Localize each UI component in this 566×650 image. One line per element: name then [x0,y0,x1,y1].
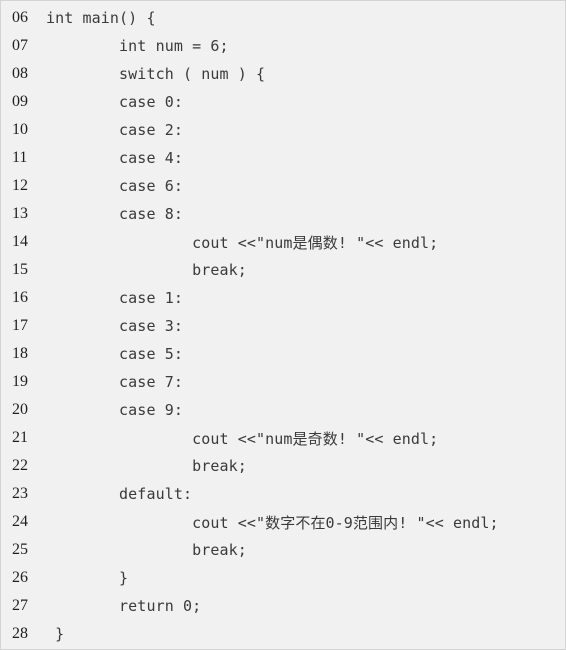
line-code: case 2: [46,121,183,139]
line-code: return 0; [46,597,202,615]
line-number: 15 [12,261,28,278]
line-code: int num = 6; [46,37,229,55]
line-number: 06 [12,9,28,26]
line-code: break; [46,541,247,559]
line-number: 09 [12,93,28,110]
code-line: 18 case 5: [1,340,565,368]
line-number: 22 [12,457,28,474]
code-line: 25 break; [1,536,565,564]
line-code: case 3: [46,317,183,335]
line-code: default: [46,485,193,503]
line-number: 10 [12,121,28,138]
line-code: break; [46,457,247,475]
line-code: case 9: [46,401,183,419]
line-code: cout <<"num是奇数! "<< endl; [46,429,439,448]
code-line: 27 return 0; [1,592,565,620]
code-line: 10 case 2: [1,116,565,144]
code-line: 09 case 0: [1,88,565,116]
code-line: 24 cout <<"数字不在0-9范围内! "<< endl; [1,508,565,536]
line-code: int main() { [46,9,156,27]
code-line: 22 break; [1,452,565,480]
line-code: } [46,625,65,643]
line-code: break; [46,261,247,279]
code-line: 16 case 1: [1,284,565,312]
line-number: 27 [12,597,28,614]
code-line: 23 default: [1,480,565,508]
line-code: case 6: [46,177,183,195]
code-line: 20 case 9: [1,396,565,424]
line-number: 19 [12,373,28,390]
code-line: 12 case 6: [1,172,565,200]
code-line: 19 case 7: [1,368,565,396]
line-number: 21 [12,429,28,446]
code-line: 07 int num = 6; [1,32,565,60]
line-number: 16 [12,289,28,306]
line-number: 14 [12,233,28,250]
code-line: 11 case 4: [1,144,565,172]
line-code: cout <<"num是偶数! "<< endl; [46,233,439,252]
code-line: 14 cout <<"num是偶数! "<< endl; [1,228,565,256]
line-number: 18 [12,345,28,362]
line-number: 08 [12,65,28,82]
line-number: 07 [12,37,28,54]
line-code: case 0: [46,93,183,111]
line-number: 20 [12,401,28,418]
code-line: 28 } [1,620,565,648]
line-code: case 1: [46,289,183,307]
code-line: 21 cout <<"num是奇数! "<< endl; [1,424,565,452]
line-number: 23 [12,485,28,502]
line-code: cout <<"数字不在0-9范围内! "<< endl; [46,513,499,532]
code-line: 17 case 3: [1,312,565,340]
line-number: 11 [12,149,28,166]
line-code: } [46,569,129,587]
line-number: 17 [12,317,28,334]
line-code: switch ( num ) { [46,65,266,83]
line-number: 12 [12,177,28,194]
line-number: 13 [12,205,28,222]
code-line: 08 switch ( num ) { [1,60,565,88]
line-number: 24 [12,513,28,530]
line-number: 28 [12,625,28,642]
code-line: 26 } [1,564,565,592]
code-line: 06 int main() { [1,4,565,32]
line-code: case 5: [46,345,183,363]
line-code: case 4: [46,149,183,167]
code-line: 13 case 8: [1,200,565,228]
line-number: 26 [12,569,28,586]
code-line: 15 break; [1,256,565,284]
line-code: case 8: [46,205,183,223]
line-code: case 7: [46,373,183,391]
line-number: 25 [12,541,28,558]
